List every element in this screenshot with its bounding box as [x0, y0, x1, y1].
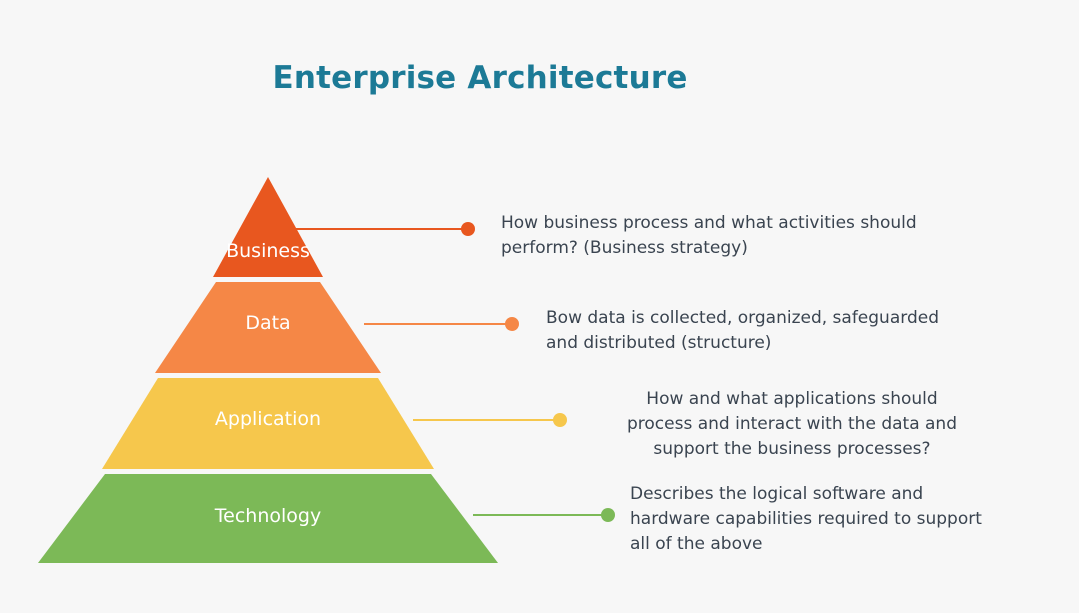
pyramid-layer-data[interactable]: [155, 282, 381, 373]
description-technology-line-3: all of the above: [630, 534, 763, 554]
description-application: How and what applications should process…: [592, 387, 992, 462]
description-data-line-2: and distributed (structure): [546, 333, 772, 353]
pyramid-layer-application[interactable]: [102, 378, 434, 469]
pyramid-layer-technology[interactable]: [38, 474, 498, 563]
connector-dot-technology[interactable]: [601, 508, 615, 522]
description-application-line-1: How and what applications should: [646, 389, 938, 409]
description-application-line-3: support the business processes?: [653, 439, 931, 459]
description-data: Bow data is collected, organized, safegu…: [546, 306, 1046, 356]
description-technology-line-2: hardware capabilities required to suppor…: [630, 509, 982, 529]
page-title: Enterprise Architecture: [272, 60, 688, 96]
connector-dot-business[interactable]: [461, 222, 475, 236]
connector-dot-application[interactable]: [553, 413, 567, 427]
description-application-line-2: process and interact with the data and: [626, 414, 957, 434]
description-technology: Describes the logical software and hardw…: [630, 482, 1060, 557]
description-data-line-1: Bow data is collected, organized, safegu…: [546, 308, 939, 328]
description-business-line-2: perform? (Business strategy): [501, 238, 748, 258]
pyramid-layer-business[interactable]: [213, 177, 323, 277]
description-business: How business process and what activities…: [501, 211, 1001, 261]
description-business-line-1: How business process and what activities…: [501, 213, 917, 233]
description-technology-line-1: Describes the logical software and: [630, 484, 924, 504]
connector-dot-data[interactable]: [505, 317, 519, 331]
